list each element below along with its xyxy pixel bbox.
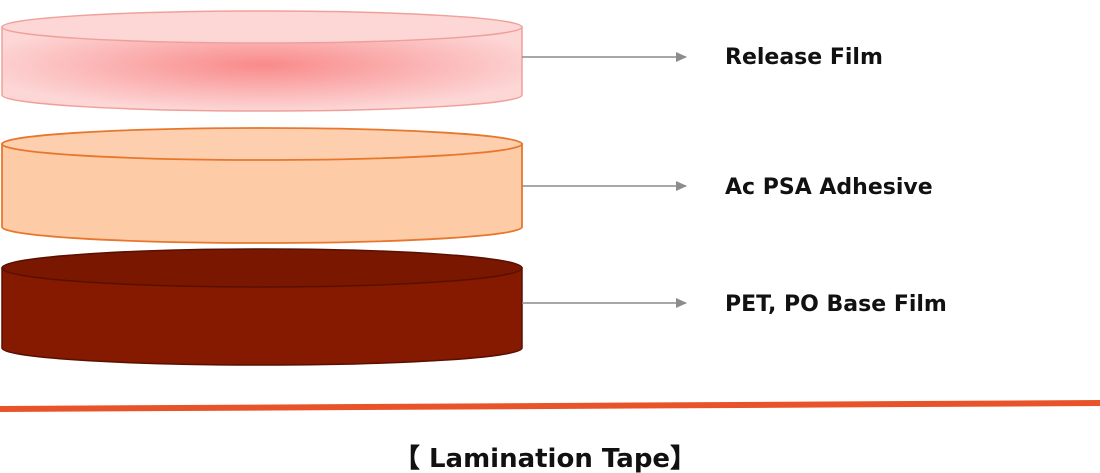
layer-label-pet-po-base-film: PET, PO Base Film <box>725 292 947 317</box>
layer-ac-psa-adhesive <box>1 127 523 244</box>
base-film-top <box>1 248 523 288</box>
adhesive-side <box>1 143 523 244</box>
layer-release-film <box>1 10 523 112</box>
layer-label-ac-psa-adhesive: Ac PSA Adhesive <box>725 175 933 200</box>
layer-label-release-film: Release Film <box>725 45 883 70</box>
release-film-top <box>1 10 523 44</box>
caption: 【 Lamination Tape】 <box>394 444 696 473</box>
release-film-side <box>1 26 523 112</box>
divider-line <box>0 400 1100 412</box>
base-film-side <box>1 267 523 366</box>
adhesive-top <box>1 127 523 161</box>
layer-pet-po-base-film <box>1 248 523 366</box>
